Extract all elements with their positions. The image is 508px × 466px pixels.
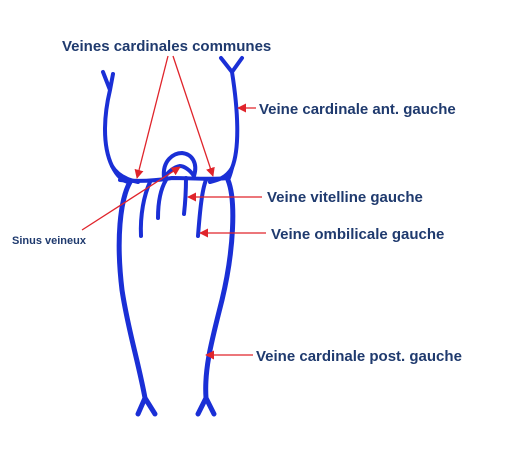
label-left-anterior-cardinal-vein: Veine cardinale ant. gauche bbox=[259, 101, 456, 118]
label-left-umbilical-vein: Veine ombilicale gauche bbox=[271, 226, 444, 243]
pointer-arrows bbox=[81, 55, 266, 360]
left-common-cardinal-vein bbox=[226, 166, 234, 182]
left-vitelline-vein bbox=[182, 176, 188, 216]
right-posterior-cardinal-vein bbox=[116, 179, 158, 417]
right-common-cardinal-vein bbox=[110, 164, 132, 184]
label-left-vitelline-vein: Veine vitelline gauche bbox=[267, 189, 423, 206]
label-sinus-venosus: Sinus veineux bbox=[12, 235, 87, 247]
right-anterior-cardinal-vein bbox=[101, 70, 140, 184]
left-anterior-cardinal-vein bbox=[208, 56, 244, 184]
vessels bbox=[101, 56, 244, 417]
right-umbilical-vein bbox=[138, 180, 152, 238]
left-posterior-cardinal-vein bbox=[195, 177, 236, 417]
arrow-common-cardinal-left bbox=[134, 55, 169, 179]
arrow-common-cardinal-right bbox=[172, 55, 215, 177]
right-vitelline-vein bbox=[156, 178, 168, 220]
common-cardinal-junction bbox=[118, 176, 230, 183]
label-left-posterior-cardinal-vein: Veine cardinale post. gauche bbox=[256, 348, 462, 365]
arrow-sinus bbox=[81, 166, 181, 231]
labels: Veines cardinales communes Veine cardina… bbox=[12, 38, 462, 365]
left-umbilical-vein bbox=[196, 178, 208, 238]
label-common-cardinal-veins: Veines cardinales communes bbox=[62, 38, 271, 55]
